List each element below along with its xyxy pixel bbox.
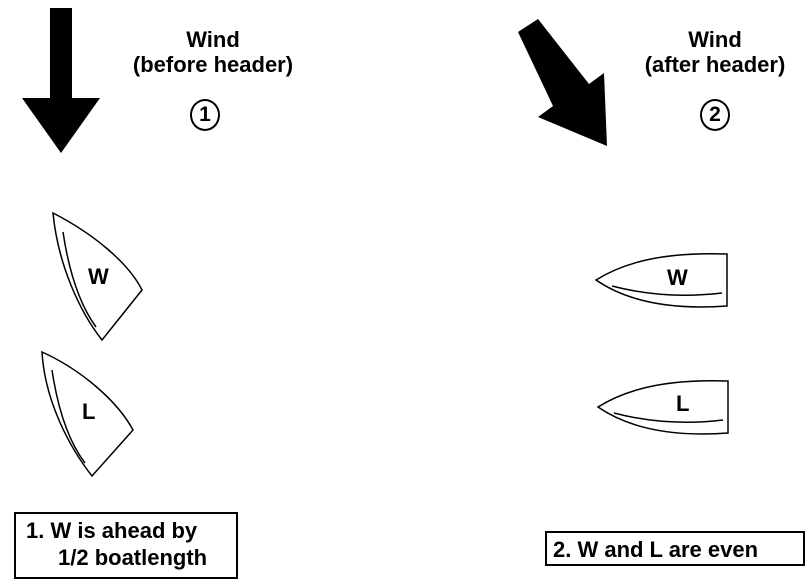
caption-line-1-scene-2: 2. W and L are even <box>553 537 759 562</box>
wind-subtitle-scene-1: (before header) <box>132 52 294 77</box>
boat-l-label-scene-1: L <box>82 399 95 424</box>
wind-subtitle-scene-2: (after header) <box>644 52 786 77</box>
boat-l-label-scene-2: L <box>676 391 689 416</box>
boat-l-scene-2: L <box>596 379 729 435</box>
step-number-scene-1: 1 <box>199 103 211 126</box>
boat-l-scene-1: L <box>41 350 134 478</box>
boat-w-label-scene-2: W <box>667 265 688 290</box>
boat-w-scene-2: W <box>594 252 728 308</box>
wind-label-scene-2: Wind (after header) <box>625 27 805 77</box>
caption-box-scene-2: 2. W and L are even <box>545 531 805 566</box>
caption-line-2-scene-1: 1/2 boatlength <box>58 545 208 570</box>
wind-arrow-diagonal-icon <box>518 19 607 146</box>
wind-title-scene-1: Wind <box>186 27 240 52</box>
caption-box-scene-1: 1. W is ahead by 1/2 boatlength <box>14 512 238 579</box>
step-number-scene-2: 2 <box>709 103 721 126</box>
caption-line-1-scene-1: 1. W is ahead by <box>26 518 198 543</box>
step-number-badge-scene-2: 2 <box>700 99 730 131</box>
boat-w-label-scene-1: W <box>88 264 109 289</box>
wind-label-scene-1: Wind (before header) <box>118 27 308 77</box>
wind-arrow-down-icon <box>22 8 100 153</box>
step-number-badge-scene-1: 1 <box>190 99 220 131</box>
wind-title-scene-2: Wind <box>688 27 742 52</box>
boat-w-scene-1: W <box>52 211 143 342</box>
